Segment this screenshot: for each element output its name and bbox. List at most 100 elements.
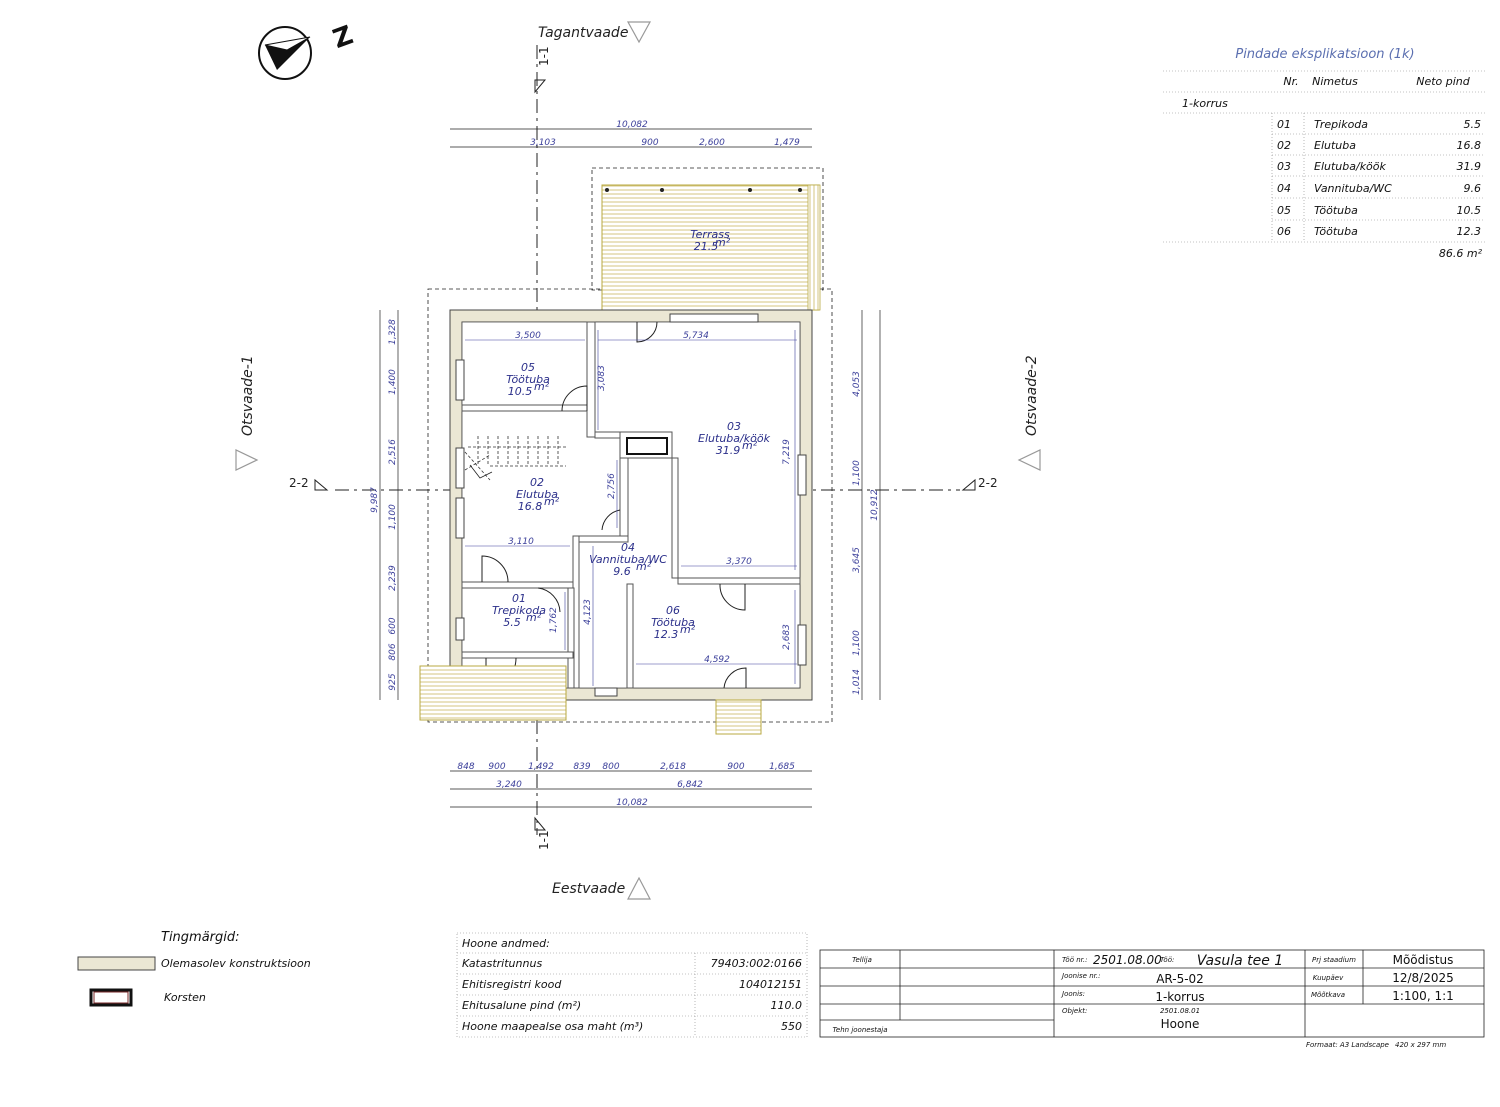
view-side1-marker — [235, 449, 259, 471]
svg-text:Kuupäev: Kuupäev — [1313, 974, 1344, 982]
area-explication-table: Pindade eksplikatsioon (1k) Nr. Nimetus … — [1163, 47, 1485, 260]
svg-text:Prj staadium: Prj staadium — [1312, 956, 1356, 964]
svg-text:900: 900 — [727, 762, 744, 772]
view-front-marker — [627, 876, 651, 900]
dim-r01-height: 1,762 — [549, 607, 559, 633]
outer-dimension-lines — [379, 128, 881, 808]
svg-text:04: 04 — [621, 541, 635, 554]
svg-text:Töötuba: Töötuba — [506, 373, 550, 386]
svg-text:9,987: 9,987 — [370, 487, 380, 513]
dim-r06-height: 2,683 — [782, 624, 792, 650]
svg-text:01: 01 — [512, 592, 526, 605]
section-2-2-right: 2-2 — [978, 476, 998, 490]
svg-text:Töötuba: Töötuba — [1314, 204, 1358, 217]
dim-r03-height: 7,219 — [782, 439, 792, 465]
svg-text:04: 04 — [1277, 182, 1291, 195]
svg-text:03: 03 — [1277, 160, 1291, 173]
terrace-rail — [807, 184, 821, 311]
svg-text:Hoone andmed:: Hoone andmed: — [462, 937, 550, 950]
svg-text:110.0: 110.0 — [771, 999, 803, 1012]
dim-r05-width: 3,500 — [515, 331, 541, 341]
svg-text:Objekt:: Objekt: — [1062, 1007, 1087, 1015]
legend-chimney-label: Korsten — [164, 991, 206, 1004]
svg-text:12.3: 12.3 — [654, 628, 679, 641]
svg-text:02: 02 — [530, 476, 544, 489]
svg-text:9.6: 9.6 — [1464, 182, 1482, 195]
svg-text:5.5: 5.5 — [1464, 118, 1482, 131]
svg-text:2,600: 2,600 — [699, 138, 725, 148]
svg-text:2,516: 2,516 — [388, 439, 398, 465]
svg-text:Elutuba/köök: Elutuba/köök — [1314, 160, 1387, 173]
svg-text:AR-5-02: AR-5-02 — [1156, 972, 1204, 986]
svg-text:900: 900 — [641, 138, 658, 148]
building-outline — [427, 288, 833, 723]
svg-text:Ehitusalune pind (m²): Ehitusalune pind (m²) — [462, 999, 581, 1012]
svg-text:1:100, 1:1: 1:100, 1:1 — [1392, 989, 1454, 1003]
view-side1-label: Otsvaade-1 — [240, 355, 256, 436]
terrace-name: Terrass — [690, 228, 730, 241]
svg-text:Töö:: Töö: — [1160, 956, 1174, 964]
legend-existing-swatch — [77, 956, 156, 971]
north-label: Z — [329, 20, 357, 55]
svg-text:m²: m² — [544, 495, 560, 508]
view-front-label: Eestvaade — [552, 881, 625, 897]
svg-text:79403:002:0166: 79403:002:0166 — [711, 957, 802, 970]
legend-title: Tingmärgid: — [161, 930, 240, 945]
svg-text:Mõõtkava: Mõõtkava — [1311, 991, 1345, 999]
back-steps — [715, 699, 762, 735]
svg-text:Trepikoda: Trepikoda — [492, 604, 546, 617]
svg-text:03: 03 — [727, 420, 741, 433]
dim-r06-width: 4,592 — [704, 655, 730, 665]
svg-text:05: 05 — [1277, 204, 1291, 217]
section-1-1-top-marker — [534, 79, 547, 94]
terrace-deck — [601, 184, 820, 311]
svg-text:16.8: 16.8 — [1457, 139, 1482, 152]
view-side2-label: Otsvaade-2 — [1024, 355, 1040, 436]
svg-text:m²: m² — [534, 380, 550, 393]
svg-text:1,014: 1,014 — [852, 669, 862, 695]
chimney — [626, 437, 668, 455]
svg-text:Vannituba/WC: Vannituba/WC — [589, 553, 667, 566]
terrace-outline — [591, 167, 824, 291]
svg-text:9.6: 9.6 — [613, 565, 631, 578]
svg-text:m²: m² — [742, 439, 758, 452]
svg-text:848: 848 — [457, 762, 474, 772]
svg-text:Elutuba/köök: Elutuba/köök — [698, 432, 771, 445]
view-back-marker — [626, 21, 652, 44]
svg-text:Hoone: Hoone — [1161, 1017, 1200, 1031]
north-arrow: Z — [258, 20, 357, 80]
dim-r02-width: 3,110 — [508, 537, 534, 547]
svg-text:m²: m² — [526, 611, 542, 624]
legend: Tingmärgid: Olemasolev konstruktsioon Ko… — [77, 930, 311, 1007]
staircase — [464, 436, 566, 481]
legend-existing-label: Olemasolev konstruktsioon — [161, 957, 311, 970]
svg-text:10.5: 10.5 — [508, 385, 533, 398]
svg-text:104012151: 104012151 — [739, 978, 802, 991]
room-03: 03 Elutuba/köök 31.9 m² — [698, 420, 771, 457]
dim-r06-width-top: 3,370 — [726, 557, 752, 567]
svg-text:Töötuba: Töötuba — [1314, 225, 1358, 238]
svg-text:Joonise nr.:: Joonise nr.: — [1060, 972, 1100, 980]
svg-text:02: 02 — [1277, 139, 1291, 152]
svg-text:839: 839 — [573, 762, 590, 772]
svg-text:Trepikoda: Trepikoda — [1314, 118, 1368, 131]
svg-text:2501.08.00: 2501.08.00 — [1093, 953, 1162, 967]
explication-floor: 1-korrus — [1182, 97, 1228, 110]
svg-text:12.3: 12.3 — [1457, 225, 1482, 238]
room-04: 04 Vannituba/WC 9.6 m² — [589, 541, 667, 578]
svg-text:m²: m² — [680, 623, 696, 636]
terrace-area-unit: m² — [715, 236, 731, 249]
svg-text:1,492: 1,492 — [528, 762, 554, 772]
svg-text:Nr.: Nr. — [1283, 75, 1298, 88]
svg-text:1,100: 1,100 — [388, 504, 398, 530]
svg-text:Formaat: A3 Landscape: Formaat: A3 Landscape — [1306, 1041, 1389, 1049]
svg-text:01: 01 — [1277, 118, 1291, 131]
inner-dimension-lines — [465, 330, 797, 686]
room-01: 01 Trepikoda 5.5 m² — [492, 592, 546, 629]
explication-total: 86.6 m² — [1439, 247, 1483, 260]
room-02: 02 Elutuba 16.8 m² — [516, 476, 560, 513]
dim-r02-height: 2,756 — [607, 473, 617, 499]
svg-text:1,479: 1,479 — [774, 138, 800, 148]
entrance-steps — [419, 665, 567, 721]
svg-text:Elutuba: Elutuba — [1314, 139, 1356, 152]
